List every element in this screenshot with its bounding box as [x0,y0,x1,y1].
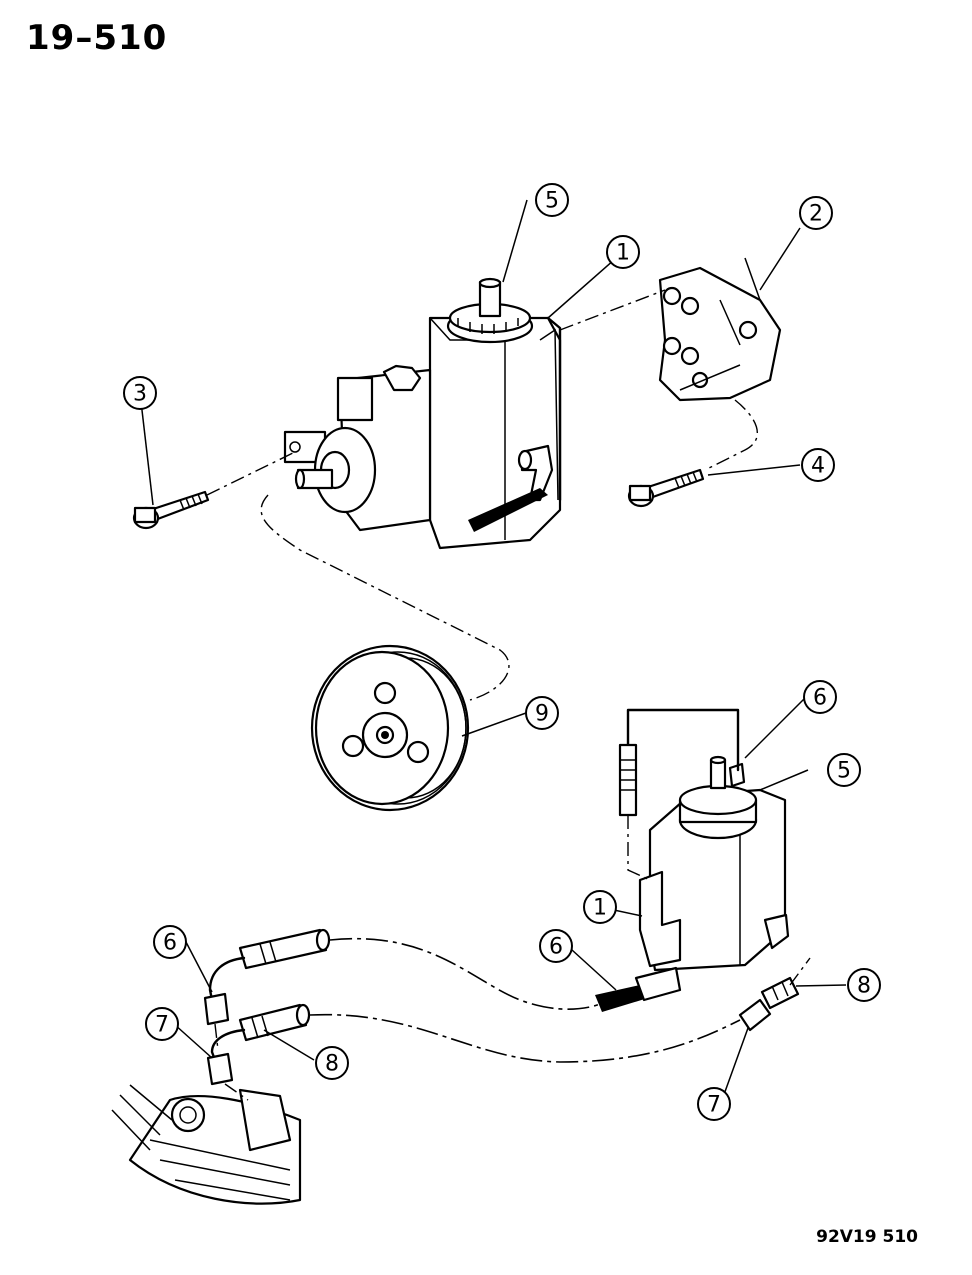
pump-pulley [310,644,470,812]
pump-bolt-right [627,468,705,508]
pump-mounting-bracket [658,266,782,402]
callout-6-mid: 6 [539,929,573,963]
svg-text:6: 6 [163,931,177,956]
callout-5-right: 5 [827,753,861,787]
callout-6-right: 6 [803,680,837,714]
pump-bolt-left [132,490,210,530]
svg-text:1: 1 [616,241,630,266]
callout-7-left: 7 [145,1007,179,1041]
svg-text:9: 9 [535,702,549,727]
svg-text:7: 7 [707,1093,721,1118]
figure-code: 92V19 510 [816,1227,918,1247]
remote-reservoir [595,755,790,1012]
svg-text:1: 1 [593,896,607,921]
callout-6-left: 6 [153,925,187,959]
callout-8-left: 8 [315,1046,349,1080]
svg-text:5: 5 [837,759,851,784]
svg-text:3: 3 [133,382,147,407]
svg-text:7: 7 [155,1013,169,1038]
svg-text:8: 8 [325,1052,339,1077]
svg-text:8: 8 [857,974,871,999]
svg-text:6: 6 [813,686,827,711]
callout-3: 3 [123,376,157,410]
callout-5-top: 5 [535,183,569,217]
callout-1-top: 1 [606,235,640,269]
svg-text:6: 6 [549,935,563,960]
page-number: 19–510 [26,18,168,58]
callout-2: 2 [799,196,833,230]
callout-9: 9 [525,696,559,730]
callout-1-lower: 1 [583,890,617,924]
callout-7-right: 7 [697,1087,731,1121]
callout-4: 4 [801,448,835,482]
svg-text:4: 4 [811,454,825,479]
power-steering-pump [283,277,562,550]
steering-gear-fittings [111,928,331,1205]
callout-8-right: 8 [847,968,881,1002]
svg-text:2: 2 [809,202,823,227]
svg-text:5: 5 [545,189,559,214]
